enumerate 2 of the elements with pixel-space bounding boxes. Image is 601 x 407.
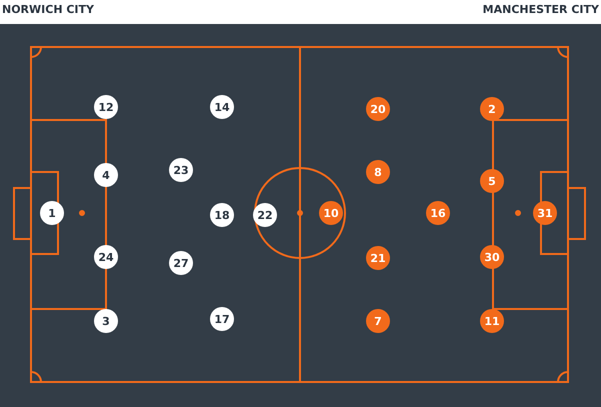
team-name: NORWICH CITY	[2, 3, 94, 16]
team-name: MANCHESTER CITY	[482, 3, 599, 16]
